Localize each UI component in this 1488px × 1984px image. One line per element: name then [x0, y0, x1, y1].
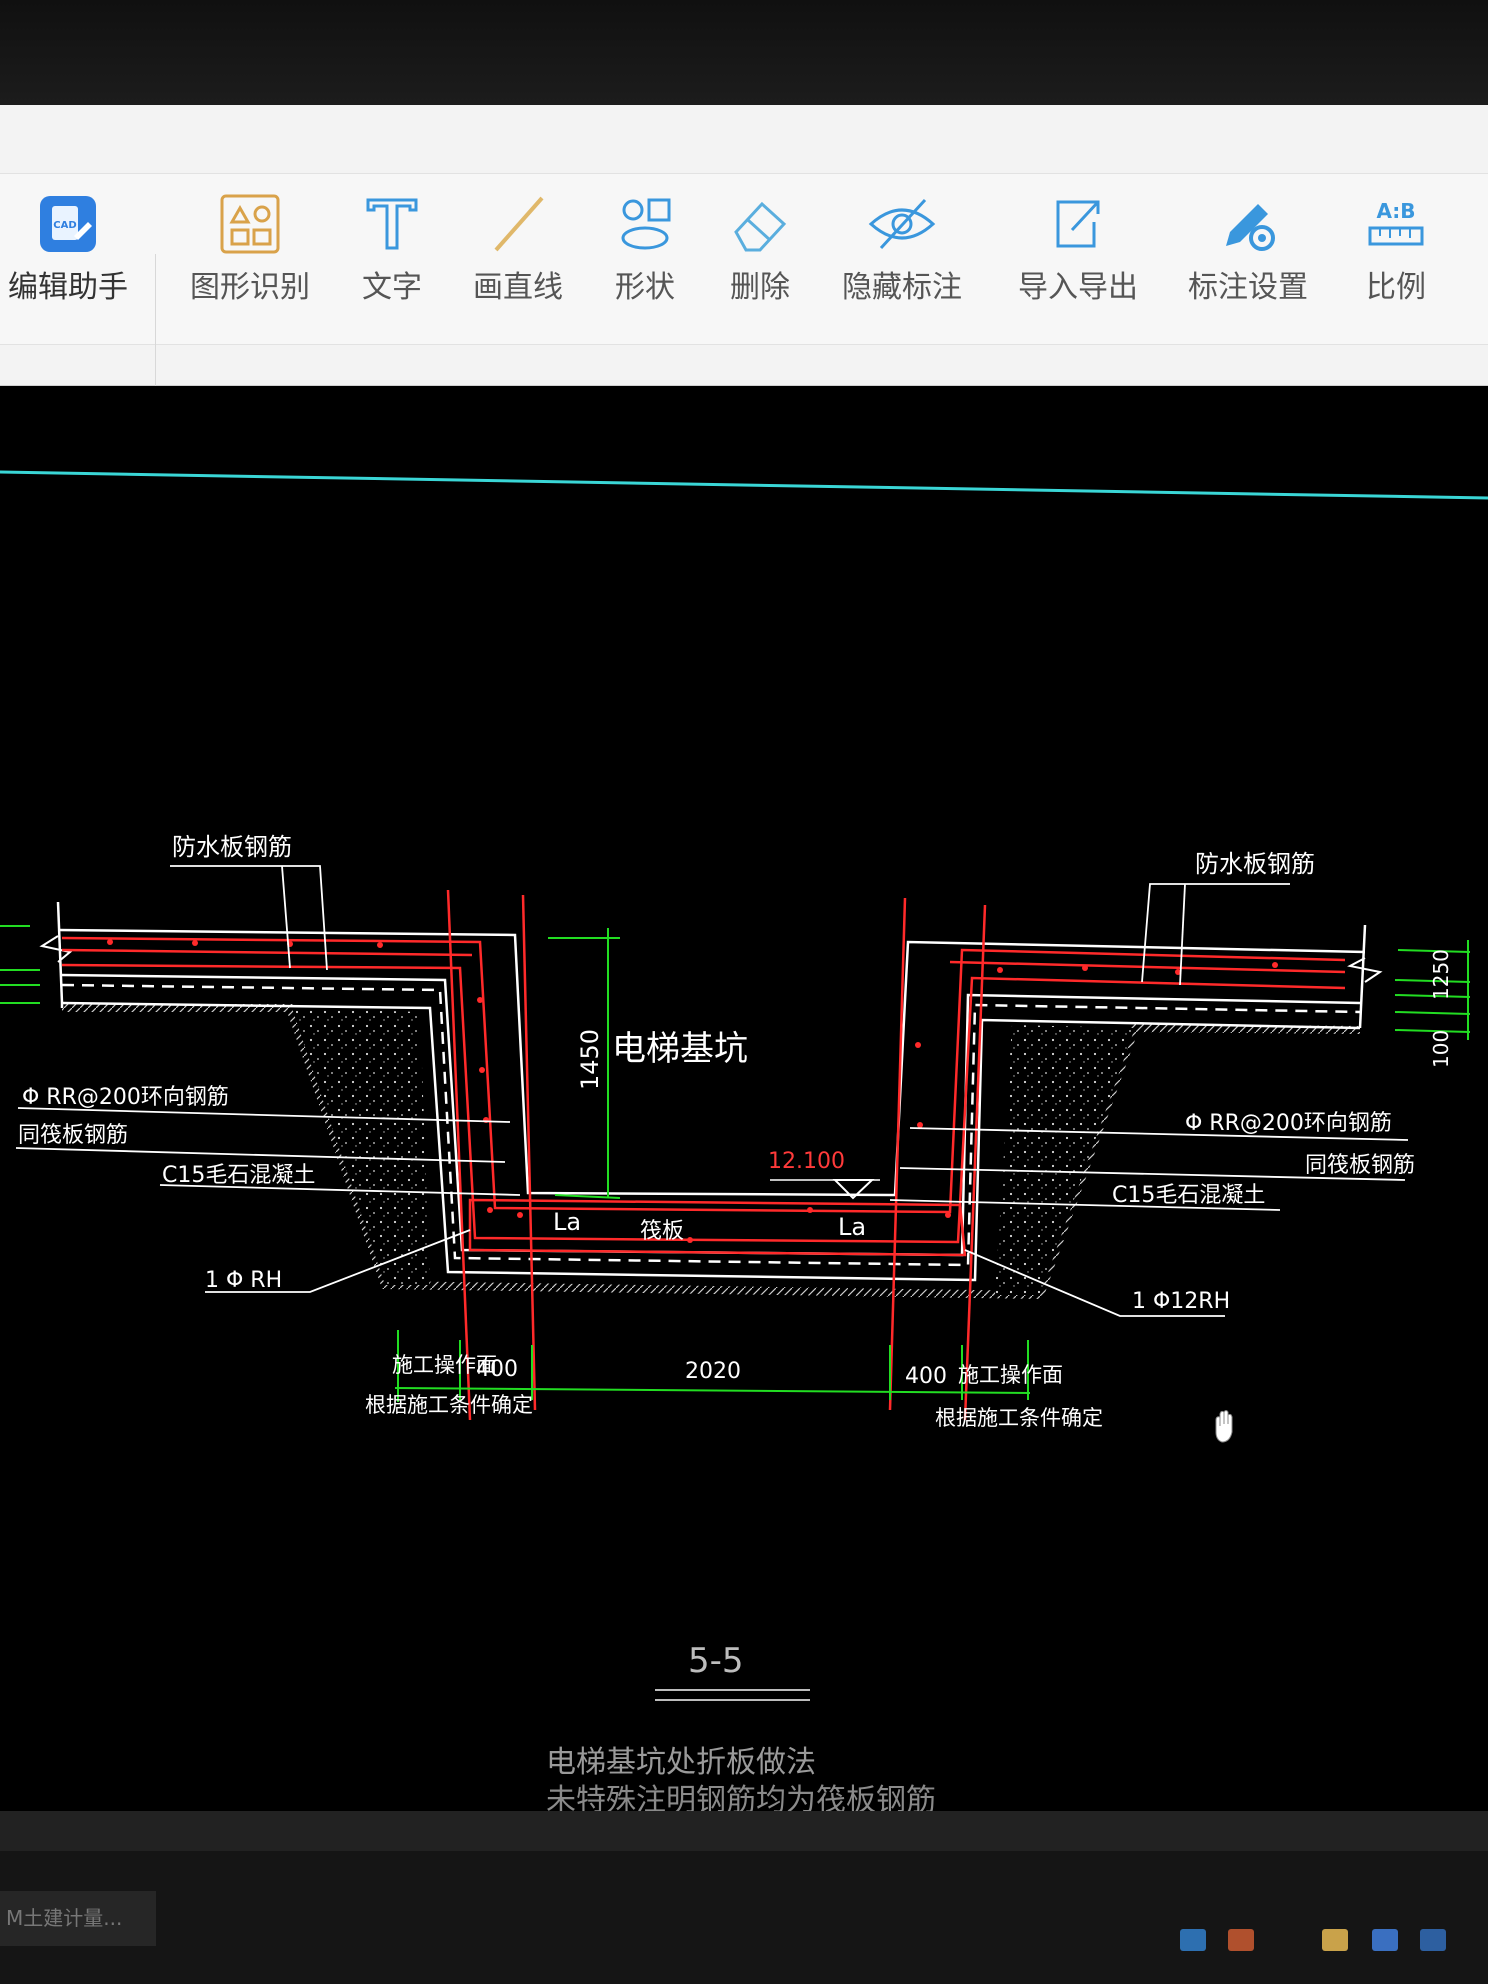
svg-text:CAD: CAD [53, 220, 76, 231]
raft-label: 筏板 [640, 1219, 684, 1244]
la-left-label: La [553, 1208, 581, 1236]
dim-center-2020: 2020 [685, 1359, 741, 1384]
dimension-lines [0, 925, 1471, 1402]
eye-hidden-icon [868, 198, 936, 250]
right-waterproof-label: 防水板钢筋 [1195, 850, 1315, 878]
eraser-icon [734, 201, 787, 252]
toolbar-row: CAD 编辑助手 图形识别 文字 [0, 173, 1488, 404]
left-workface-label: 施工操作面 [392, 1353, 497, 1377]
shape-tool-label: 形状 [615, 270, 675, 305]
scale-label: 比例 [1366, 270, 1426, 305]
toolbar-separator [155, 254, 156, 404]
rebar-dots [107, 939, 1278, 1243]
cad-drawing-canvas[interactable]: 防水板钢筋 防水板钢筋 电梯基坑 Φ RR@200环向钢筋 同筏板钢筋 C15毛… [0, 386, 1488, 1818]
shapes-icon [621, 198, 671, 250]
pen-gear-icon [1226, 204, 1275, 251]
tray-bluetooth-icon[interactable] [1420, 1929, 1446, 1951]
monitor-bezel [0, 0, 1488, 105]
dim-right-400: 400 [905, 1364, 947, 1389]
section-title: 5-5 [688, 1641, 744, 1681]
hide-annotation-label: 隐藏标注 [842, 270, 962, 305]
taskbar: M土建计量... [0, 1811, 1488, 1984]
la-right-label: La [838, 1213, 866, 1241]
delete-button[interactable]: 删除 [690, 184, 830, 334]
text-t-icon [366, 198, 418, 250]
hide-annotation-button[interactable]: 隐藏标注 [832, 184, 972, 334]
edit-assistant-label: 编辑助手 [8, 270, 128, 305]
import-export-label: 导入导出 [1018, 270, 1138, 305]
pit-depth-dimension: 1450 [576, 1029, 604, 1090]
left-workface-note: 根据施工条件确定 [365, 1393, 533, 1417]
left-same-rebar-label: 同筏板钢筋 [18, 1123, 128, 1148]
left-waterproof-label: 防水板钢筋 [172, 833, 292, 861]
status-strip [0, 1811, 1488, 1851]
annotation-settings-button[interactable]: 标注设置 [1178, 184, 1318, 334]
svg-text:A:B: A:B [1376, 199, 1415, 223]
tray-folder-icon[interactable] [1322, 1929, 1348, 1951]
shape-recognition-icon [220, 194, 280, 254]
note-line-1: 电梯基坑处折板做法 [546, 1745, 816, 1780]
text-tool-button[interactable]: 文字 [322, 184, 462, 334]
right-workface-note: 根据施工条件确定 [935, 1406, 1103, 1430]
draw-line-label: 画直线 [473, 270, 563, 305]
line-icon [494, 196, 544, 252]
left-bar-label: 1 Φ RH [205, 1268, 282, 1293]
right-break-mark [1347, 957, 1383, 983]
hand-cursor-icon [1215, 1410, 1233, 1443]
elevation-label: 12.100 [768, 1149, 845, 1174]
import-export-button[interactable]: 导入导出 [1008, 184, 1148, 334]
ground-hatch [62, 1004, 1361, 1300]
right-rubble-fill [995, 1025, 1135, 1295]
right-dim-1250: 1250 [1429, 949, 1453, 1000]
pit-label: 电梯基坑 [612, 1029, 748, 1069]
left-concrete-label: C15毛石混凝土 [162, 1163, 315, 1188]
slab-outline [56, 901, 1367, 1282]
edit-assistant-button[interactable]: CAD 编辑助手 [0, 184, 138, 334]
right-dim-100: 100 [1429, 1030, 1453, 1068]
tray-flag-icon[interactable] [1228, 1929, 1254, 1951]
cyan-border-line [0, 470, 1488, 500]
right-concrete-label: C15毛石混凝土 [1112, 1183, 1265, 1208]
toolbar: CAD 编辑助手 图形识别 文字 [0, 105, 1488, 404]
note-line-2: 未特殊注明钢筋均为筏板钢筋 [546, 1783, 936, 1811]
dim-left-400: 400 [476, 1357, 518, 1382]
text-tool-label: 文字 [362, 270, 422, 305]
annotation-settings-label: 标注设置 [1188, 270, 1308, 305]
export-icon [1056, 200, 1100, 248]
cad-drawing: 防水板钢筋 防水板钢筋 电梯基坑 Φ RR@200环向钢筋 同筏板钢筋 C15毛… [0, 470, 1488, 1818]
tray-shield-icon[interactable] [1372, 1929, 1398, 1951]
right-ring-rebar-label: Φ RR@200环向钢筋 [1185, 1111, 1392, 1136]
left-rubble-fill [292, 1008, 430, 1285]
tray-monitor-icon[interactable] [1180, 1929, 1206, 1951]
ratio-ruler-icon: A:B [1368, 199, 1424, 246]
shape-recognition-button[interactable]: 图形识别 [180, 184, 320, 334]
leader-lines [15, 865, 1409, 1317]
right-workface-label: 施工操作面 [958, 1363, 1063, 1387]
shape-tool-button[interactable]: 形状 [575, 184, 715, 334]
right-bar-label: 1 Φ12RH [1132, 1289, 1230, 1314]
draw-line-button[interactable]: 画直线 [448, 184, 588, 334]
right-same-rebar-label: 同筏板钢筋 [1305, 1153, 1415, 1178]
rebar-lines [61, 889, 1346, 1421]
left-break-mark [39, 935, 73, 963]
taskbar-app-item[interactable]: M土建计量... [0, 1891, 156, 1946]
cad-edit-icon: CAD [40, 196, 96, 252]
left-ring-rebar-label: Φ RR@200环向钢筋 [22, 1085, 229, 1110]
shape-recognition-label: 图形识别 [190, 270, 310, 305]
scale-button[interactable]: A:B 比例 [1326, 184, 1466, 334]
delete-label: 删除 [730, 270, 790, 305]
